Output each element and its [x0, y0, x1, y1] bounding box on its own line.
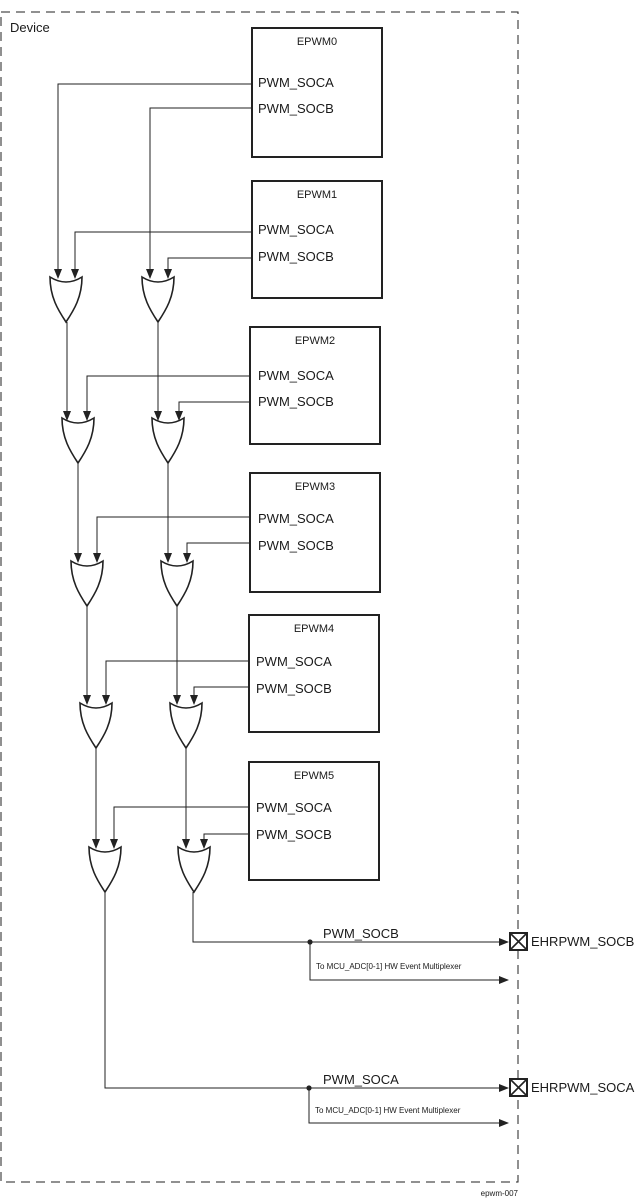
- soca-mux-note: To MCU_ADC[0-1] HW Event Multiplexer: [315, 1106, 461, 1115]
- epwm0-title: EPWM0: [297, 36, 337, 48]
- or-gate-3b: [160, 559, 194, 608]
- epwm4-soca-label: PWM_SOCA: [256, 654, 332, 669]
- epwm4-module: EPWM4 PWM_SOCA PWM_SOCB: [248, 614, 380, 733]
- device-boundary: [0, 11, 519, 1183]
- ehrpwm-socb-pin-label: EHRPWM_SOCB: [531, 934, 634, 949]
- epwm1-module: EPWM1 PWM_SOCA PWM_SOCB: [251, 180, 383, 299]
- wiring: [54, 83, 509, 1127]
- epwm3-module: EPWM3 PWM_SOCA PWM_SOCB: [249, 472, 381, 593]
- epwm1-title: EPWM1: [297, 189, 337, 201]
- or-gate-4b: [169, 701, 203, 750]
- socb-mux-note: To MCU_ADC[0-1] HW Event Multiplexer: [316, 962, 462, 971]
- soca-output-signal-label: PWM_SOCA: [323, 1072, 399, 1087]
- epwm4-socb-label: PWM_SOCB: [256, 681, 332, 696]
- epwm5-module: EPWM5 PWM_SOCA PWM_SOCB: [248, 761, 380, 881]
- epwm3-soca-label: PWM_SOCA: [258, 511, 334, 526]
- epwm5-title: EPWM5: [294, 770, 334, 782]
- epwm3-title: EPWM3: [295, 481, 335, 493]
- or-gate-5a: [88, 845, 122, 894]
- or-gate-1a: [49, 275, 83, 324]
- epwm1-soca-label: PWM_SOCA: [258, 222, 334, 237]
- socb-output-signal-label: PWM_SOCB: [323, 926, 399, 941]
- or-gate-3a: [70, 559, 104, 608]
- or-gate-1b: [141, 275, 175, 324]
- or-gate-5b: [177, 845, 211, 894]
- device-label: Device: [10, 20, 50, 35]
- epwm4-title: EPWM4: [294, 623, 334, 635]
- epwm2-soca-label: PWM_SOCA: [258, 368, 334, 383]
- ehrpwm-soca-pin-icon: [509, 1078, 528, 1097]
- epwm5-socb-label: PWM_SOCB: [256, 827, 332, 842]
- epwm1-socb-label: PWM_SOCB: [258, 249, 334, 264]
- epwm2-socb-label: PWM_SOCB: [258, 394, 334, 409]
- figure-id: epwm-007: [481, 1189, 519, 1198]
- epwm5-soca-label: PWM_SOCA: [256, 800, 332, 815]
- epwm2-module: EPWM2 PWM_SOCA PWM_SOCB: [249, 326, 381, 445]
- epwm2-title: EPWM2: [295, 335, 335, 347]
- epwm0-module: EPWM0 PWM_SOCA PWM_SOCB: [251, 27, 383, 158]
- or-gate-2a: [61, 416, 95, 465]
- epwm3-socb-label: PWM_SOCB: [258, 538, 334, 553]
- ehrpwm-socb-pin-icon: [509, 932, 528, 951]
- ehrpwm-soca-pin-label: EHRPWM_SOCA: [531, 1080, 635, 1095]
- epwm0-socb-label: PWM_SOCB: [258, 101, 334, 116]
- or-gate-2b: [151, 416, 185, 465]
- or-gate-4a: [79, 701, 113, 750]
- epwm0-soca-label: PWM_SOCA: [258, 75, 334, 90]
